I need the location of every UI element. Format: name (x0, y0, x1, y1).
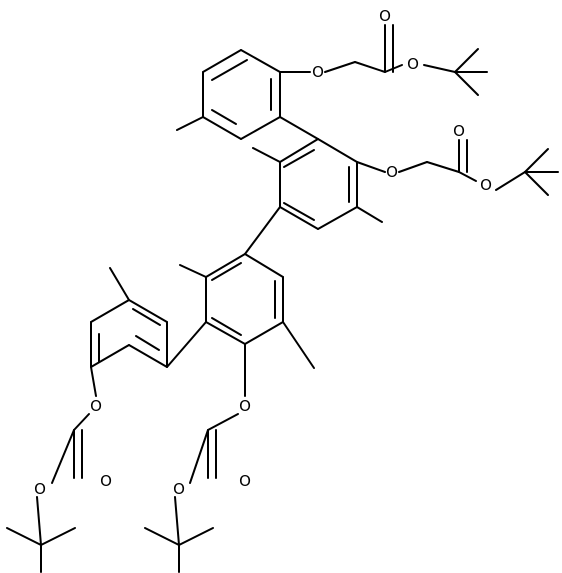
oxygen-atom-label: O (90, 397, 102, 415)
bond-line (454, 71, 479, 96)
bond-line (240, 49, 281, 73)
bond-line (317, 206, 358, 230)
bond-line (279, 138, 319, 163)
bond-line (398, 161, 428, 173)
bond-line (211, 109, 237, 125)
oxygen-atom-label: O (453, 122, 465, 140)
bond-line (90, 366, 97, 397)
bond-line (135, 335, 160, 351)
oxygen-atom-label: O (239, 397, 251, 415)
oxygen-atom-label: O (407, 55, 419, 73)
bond-line (179, 264, 207, 278)
bond-line (166, 321, 207, 368)
bond-line (132, 308, 161, 326)
bond-line (279, 206, 319, 230)
oxygen-atom-label: O (480, 176, 492, 194)
bond-line (324, 61, 356, 73)
bond-lines (6, 24, 559, 573)
bond-line (211, 317, 242, 336)
bond-line (454, 48, 479, 73)
bond-line (90, 344, 130, 368)
bond-line (202, 116, 242, 140)
bond-line (244, 206, 281, 255)
bond-line (423, 64, 456, 73)
bond-line (40, 527, 76, 546)
bond-line (205, 321, 246, 345)
oxygen-atom-label: O (100, 472, 112, 490)
oxygen-atom-label: O (379, 7, 391, 25)
bond-line (189, 429, 209, 484)
bond-line (174, 496, 180, 546)
bond-line (144, 527, 180, 546)
bond-line (244, 321, 284, 345)
bond-line (495, 171, 526, 191)
atom-labels: O O O O O O O O O O O O (34, 7, 492, 498)
bond-line (128, 299, 168, 323)
bond-line (205, 253, 246, 278)
bond-line (252, 147, 281, 163)
bond-line (279, 116, 319, 140)
bond-line (51, 429, 75, 484)
bond-line (211, 262, 242, 281)
bond-line (356, 206, 383, 223)
bond-line (524, 171, 549, 196)
bond-line (90, 299, 130, 323)
oxygen-atom-label: O (312, 63, 324, 81)
oxygen-atom-label: O (239, 472, 251, 490)
bond-line (356, 161, 386, 173)
bond-line (283, 202, 315, 221)
bond-line (211, 59, 248, 81)
oxygen-atom-label: O (173, 480, 185, 498)
bond-line (128, 344, 168, 368)
bond-line (73, 413, 90, 431)
bond-line (283, 149, 315, 168)
oxygen-atom-label: O (386, 163, 398, 181)
bond-line (207, 413, 239, 431)
bond-line (178, 527, 214, 546)
bond-line (36, 496, 42, 546)
bond-line (240, 116, 281, 140)
bond-line (426, 161, 460, 173)
bond-line (458, 171, 477, 182)
oxygen-atom-label: O (34, 480, 46, 498)
bond-line (244, 253, 284, 278)
bond-line (176, 116, 204, 131)
bond-line (202, 49, 242, 73)
bond-line (6, 527, 42, 546)
bond-line (524, 148, 549, 173)
bond-line (109, 267, 130, 301)
bond-line (282, 321, 315, 369)
bond-line (354, 61, 386, 73)
bond-line (384, 64, 403, 73)
bond-line (317, 138, 358, 163)
